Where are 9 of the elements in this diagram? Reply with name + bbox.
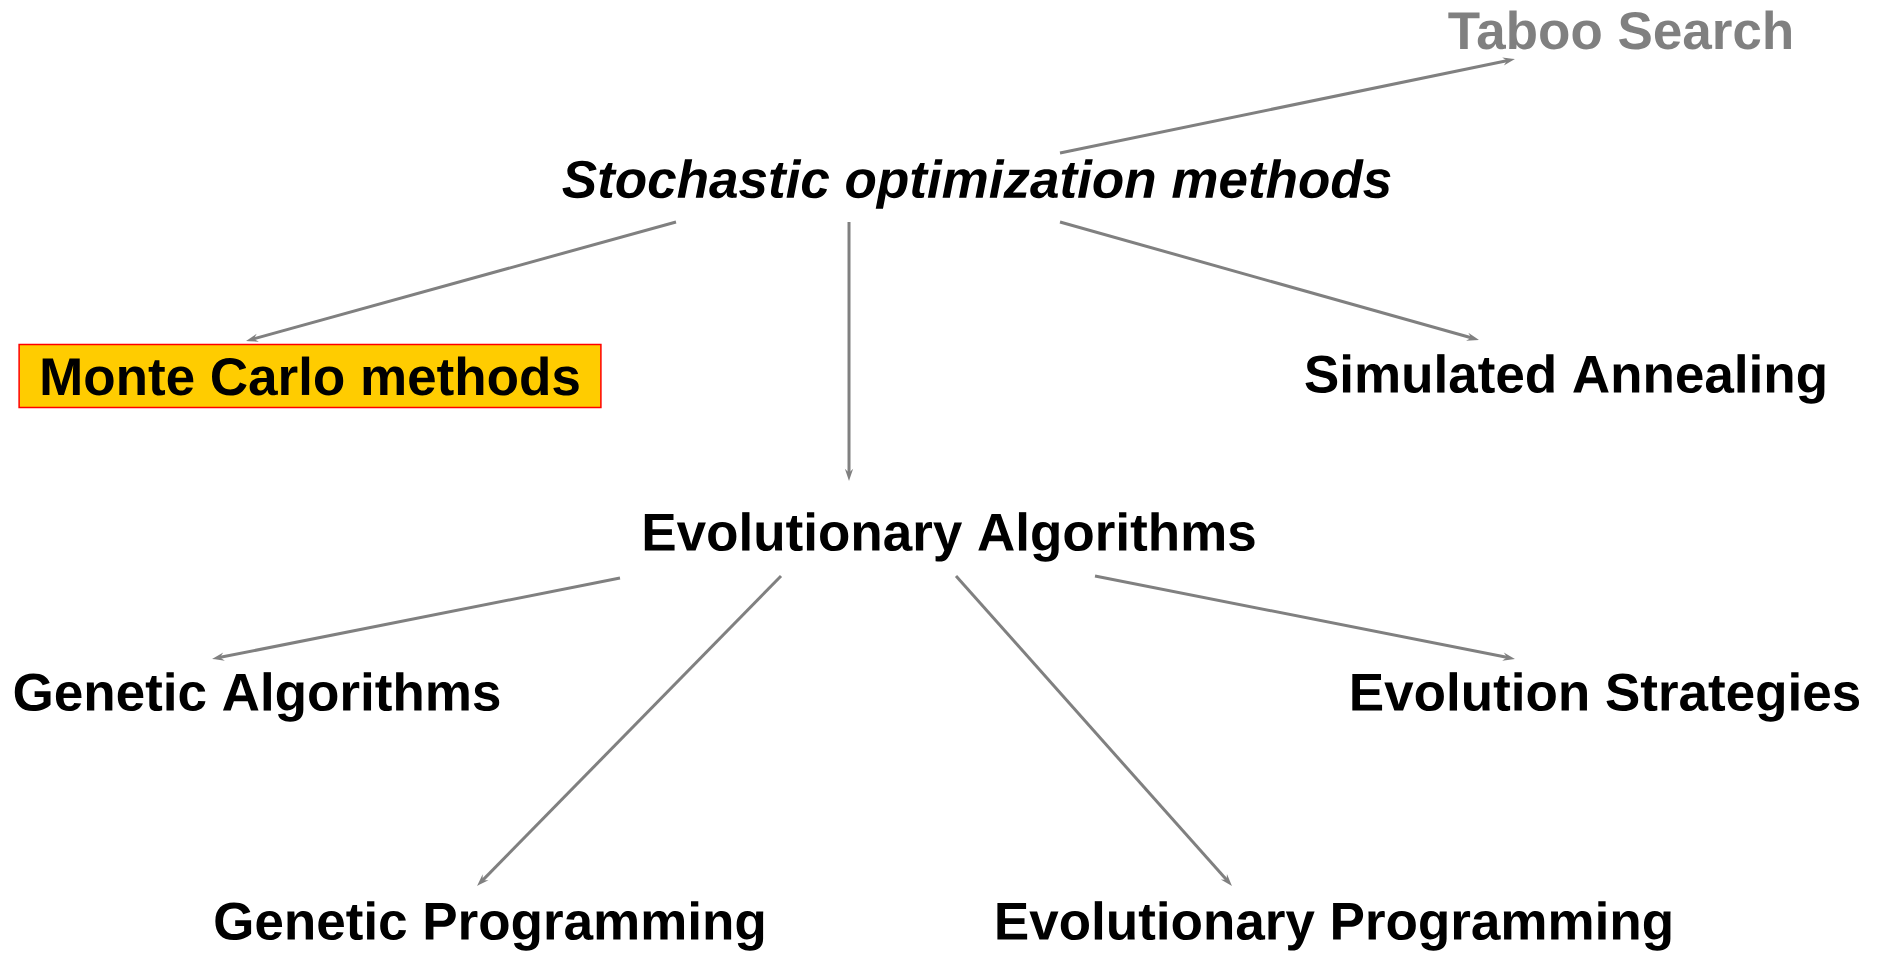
label-text: Genetic Programming [215,901,764,951]
label-text: Evolutionary Programming [997,901,1671,951]
label-text: Simulated Annealing [1305,354,1825,404]
label-text: Genetic Algorithms [14,672,500,722]
label-text: Evolution Strategies [1352,672,1860,722]
label-text: Stochastic optimization methods [562,159,1391,209]
label-text: Taboo Search [1448,10,1791,50]
label-text: Evolutionary Algorithms [644,512,1255,562]
highlighted-box: Monte Carlo methods [18,343,602,409]
